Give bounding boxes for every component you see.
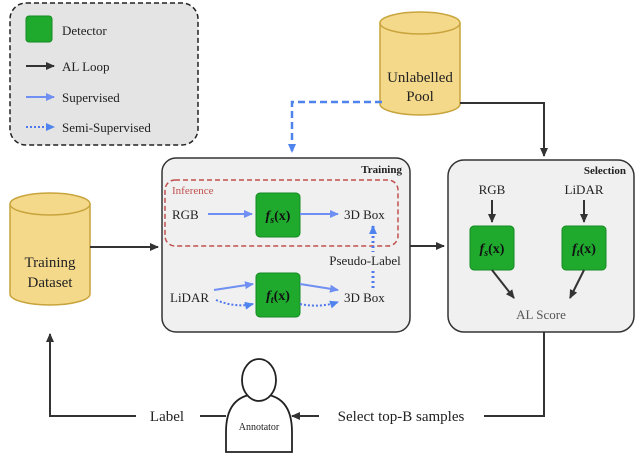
inference-box [164, 179, 399, 247]
training-box-bottom-label: 3D Box [344, 290, 385, 305]
selection-rgb-label: RGB [479, 182, 506, 197]
legend-supervised-label: Supervised [62, 90, 120, 105]
selection-title: Selection [584, 165, 626, 177]
selection-student-formula: fs(x) [480, 242, 505, 259]
unlabelled-pool-cylinder: Unlabelled Pool [379, 11, 461, 116]
training-box-top-label: 3D Box [344, 207, 385, 222]
pool-to-training-arrow [288, 100, 382, 153]
training-title: Training [361, 164, 402, 176]
legend-box [9, 2, 199, 146]
pool-line2: Pool [406, 89, 434, 105]
lidar-to-teacher-arrow [213, 281, 254, 291]
selection-teacher-formula: ft(x) [572, 242, 596, 259]
al-score-label: AL Score [516, 307, 566, 322]
dataset-line2: Dataset [28, 275, 74, 291]
label-to-dataset-arrow [46, 333, 136, 417]
dataset-line1: Training [24, 255, 76, 271]
legend: Detector AL Loop Supervised Semi-Supervi… [9, 2, 199, 146]
pseudo-label-bg [320, 252, 408, 268]
teacher-to-score-arrow [569, 269, 585, 299]
legend-al-loop-label: AL Loop [62, 59, 110, 74]
teacher-detector-formula: ft(x) [266, 289, 290, 306]
legend-semi-supervised-label: Semi-Supervised [62, 120, 151, 135]
legend-detector-label: Detector [62, 23, 107, 38]
selection-lidar-label: LiDAR [565, 182, 604, 197]
training-lidar-label: LiDAR [170, 290, 209, 305]
student-detector-formula: fs(x) [266, 209, 291, 226]
pool-line1: Unlabelled [387, 70, 453, 86]
annotator-label: Annotator [239, 422, 280, 433]
teacher-detector-block [255, 272, 301, 318]
label-text: Label [150, 409, 184, 425]
pool-to-selection-arrow [460, 102, 548, 157]
select-top-b-label: Select top-B samples [338, 409, 465, 425]
detector-swatch [25, 15, 53, 43]
training-panel: Training Inference RGB fs(x) 3D Box LiDA… [161, 157, 411, 333]
inference-label: Inference [172, 185, 214, 197]
annotator-head [241, 358, 277, 402]
selection-down-line [484, 332, 545, 417]
selection-panel: Selection RGB LiDAR fs(x) ft(x) AL Score [447, 159, 635, 333]
selection-box [447, 159, 635, 333]
training-dataset-cylinder: Training Dataset [9, 192, 91, 306]
annotator-figure: Annotator [225, 358, 293, 453]
student-to-score-arrow [491, 269, 515, 299]
teacher-to-box-arrow [299, 283, 339, 293]
training-rgb-label: RGB [172, 207, 199, 222]
pseudo-label-text: Pseudo-Label [329, 253, 401, 268]
